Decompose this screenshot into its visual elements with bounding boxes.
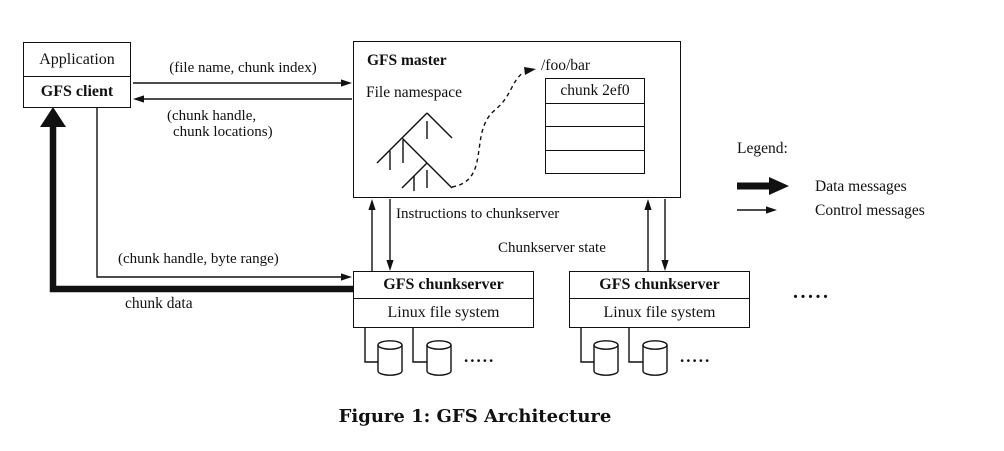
chunk-data-arrow [40, 107, 353, 293]
chunkserver2-fs-label: Linux file system [603, 304, 716, 321]
namespace-tree [376, 112, 453, 191]
chunk-id-label: chunk 2ef0 [560, 81, 630, 99]
legend-title: Legend: [737, 140, 788, 157]
response-label-line1: (chunk handle, [167, 108, 257, 124]
chunkserver2-fs-cell: Linux file system [569, 299, 750, 328]
chunkserver1-box: GFS chunkserver Linux file system [353, 271, 534, 328]
chunk-table-row [546, 102, 644, 127]
more-disks-ellipsis-2: ..... [680, 347, 712, 366]
legend-control-arrow [737, 206, 777, 214]
request-arrow [133, 79, 352, 87]
more-disks-ellipsis-1: ..... [464, 347, 496, 366]
gfs-client-box: GFS client [23, 77, 131, 108]
file-path-label: /foo/bar [541, 57, 591, 74]
response-arrow [133, 95, 352, 103]
chunk-table-row: chunk 2ef0 [546, 79, 644, 103]
chunkserver2-title-cell: GFS chunkserver [569, 271, 750, 299]
file-namespace-label: File namespace [366, 84, 462, 101]
client-box: Application GFS client [23, 42, 131, 108]
chunkserver-state-label: Chunkserver state [498, 240, 606, 256]
chunkserver2-state-arrow [644, 199, 652, 271]
gfs-master-title: GFS master [367, 52, 447, 69]
chunk-table-row [546, 126, 644, 150]
chunkserver1-title-cell: GFS chunkserver [353, 271, 534, 299]
namespace-lookup-curve [451, 67, 536, 188]
chunkserver2-instructions-arrow [661, 199, 669, 271]
application-box: Application [23, 42, 131, 77]
request-label: (file name, chunk index) [169, 60, 317, 76]
chunkserver1-fs-label: Linux file system [387, 304, 500, 321]
application-label: Application [39, 50, 115, 68]
legend-data-label: Data messages [815, 178, 907, 195]
more-chunkservers-ellipsis: ..... [793, 281, 831, 303]
read-request-arrow [96, 108, 352, 281]
figure-caption: Figure 1: GFS Architecture [338, 406, 612, 427]
gfs-client-label: GFS client [40, 83, 114, 100]
chunkserver1-disks [364, 328, 452, 376]
chunkserver2-box: GFS chunkserver Linux file system [569, 271, 750, 328]
chunkserver1-instructions-arrow [386, 199, 394, 271]
response-label-line2: chunk locations) [173, 124, 273, 140]
legend-control-label: Control messages [815, 202, 925, 219]
chunkserver1-state-arrow [368, 199, 376, 271]
read-request-label: (chunk handle, byte range) [118, 251, 279, 267]
gfs-master-box [353, 41, 681, 198]
chunkserver2-title: GFS chunkserver [599, 276, 720, 293]
chunk-table: chunk 2ef0 [545, 78, 645, 174]
chunkserver1-fs-cell: Linux file system [353, 299, 534, 328]
legend-data-arrow [737, 177, 789, 195]
chunk-table-row [546, 149, 644, 174]
instructions-label: Instructions to chunkserver [396, 206, 560, 222]
chunkserver1-title: GFS chunkserver [383, 276, 504, 293]
chunkserver2-disks [580, 328, 668, 376]
chunk-data-label: chunk data [125, 295, 193, 312]
